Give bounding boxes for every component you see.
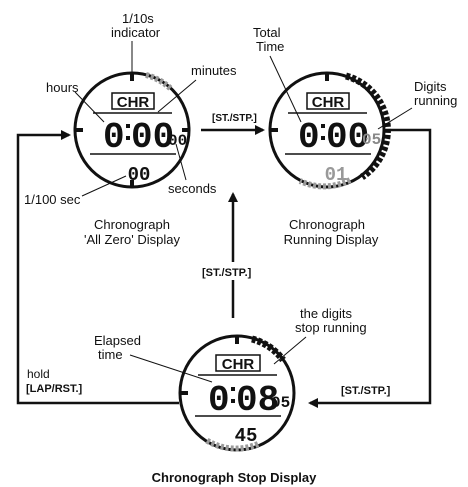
label-hold: hold [27, 367, 50, 381]
gray-segments [298, 177, 352, 190]
arrow-reset [16, 130, 179, 405]
stopped-segments [250, 335, 286, 363]
minute-digits: 00 [131, 117, 174, 158]
colon-bottom [321, 136, 325, 140]
leader-elapsed [129, 354, 213, 383]
mode-text: CHR [117, 94, 150, 111]
watch-all-zero: CHR 0 00 00 00 [73, 71, 191, 189]
tick-right [182, 128, 189, 132]
mode-text: CHR [222, 356, 255, 373]
hundredth-digits: 00 [128, 164, 151, 186]
leader-hours [74, 91, 105, 123]
caption-all-zero-1: Chronograph [94, 217, 170, 232]
label-elapsed-1: Elapsed [94, 333, 141, 348]
callouts-all-zero: 1/10s indicator hours minutes 1/100 sec … [24, 11, 237, 247]
watch-stop: CHR 0 08 05 45 [178, 334, 296, 452]
hour-digits: 0 [298, 117, 320, 158]
button-st-stp-right: [ST./STP.] [341, 385, 391, 397]
label-tenth-indicator-1: 1/10s [122, 11, 154, 26]
lower-digits: 45 [235, 425, 258, 447]
mode-box [306, 92, 350, 110]
running-segments [345, 72, 391, 180]
label-total-time-1: Total [253, 25, 281, 40]
tick-top [235, 335, 239, 344]
mode-box [111, 92, 155, 110]
button-mask [203, 262, 265, 280]
tick-left [76, 128, 83, 132]
label-hours: hours [46, 80, 79, 95]
second-digits: 05 [271, 394, 290, 412]
label-seconds: seconds [168, 181, 217, 196]
leader-hundredth-sec [81, 175, 127, 197]
colon-top [321, 124, 325, 128]
hour-digits: 0 [103, 117, 125, 158]
tick-left [181, 391, 188, 395]
caption-running-1: Chronograph [289, 217, 365, 232]
arrow-stop [308, 128, 432, 408]
leader-seconds [175, 143, 187, 181]
colon-top [126, 124, 130, 128]
colon-bottom [231, 399, 235, 403]
leader-stop-running [273, 336, 307, 365]
button-st-stp-top: [ST./STP.] [212, 113, 257, 124]
label-tenth-indicator-2: indicator [111, 25, 161, 40]
hour-digits: 0 [208, 380, 230, 421]
tick-left [271, 128, 278, 132]
leader-minutes [157, 79, 197, 113]
tick-bottom [130, 180, 134, 188]
label-hundredth-sec: 1/100 sec [24, 192, 81, 207]
watch-running: CHR 0 00 05 01 [268, 71, 391, 190]
second-digits: 05 [362, 131, 381, 149]
leader-total-time [269, 55, 302, 123]
label-digits-running-1: Digits [414, 79, 447, 94]
colon-top [231, 387, 235, 391]
minute-digits: 00 [326, 117, 369, 158]
label-digits-running-2: running [414, 93, 457, 108]
callouts-running: Total Time Digits running Chronograph Ru… [253, 25, 457, 247]
caption-all-zero-2: 'All Zero' Display [84, 232, 180, 247]
second-digits: 00 [168, 132, 187, 150]
label-total-time-2: Time [256, 39, 284, 54]
mode-box [215, 354, 261, 372]
label-minutes: minutes [191, 63, 237, 78]
colon-bottom [126, 136, 130, 140]
flow-arrows: [ST./STP.] [ST./STP.] [ST./STP.] hold [L… [16, 113, 432, 408]
lower-digits: 01 [325, 164, 348, 186]
button-st-stp-middle: [ST./STP.] [202, 267, 252, 279]
caption-running-2: Running Display [284, 232, 379, 247]
gray-segments [204, 437, 260, 452]
mode-text: CHR [312, 94, 345, 111]
tick-top [130, 72, 134, 81]
caption-stop: Chronograph Stop Display [152, 470, 317, 485]
callouts-stop: Elapsed time the digits stop running Chr… [94, 306, 367, 485]
label-stop-running-1: the digits [300, 306, 353, 321]
tenth-indicator-segments [145, 72, 174, 92]
tick-top [325, 72, 329, 81]
label-elapsed-2: time [98, 347, 123, 362]
leader-digits-running [377, 107, 413, 130]
label-stop-running-2: stop running [295, 320, 367, 335]
button-lap-rst: [LAP/RST.] [26, 383, 83, 395]
minute-digits: 08 [236, 380, 279, 421]
